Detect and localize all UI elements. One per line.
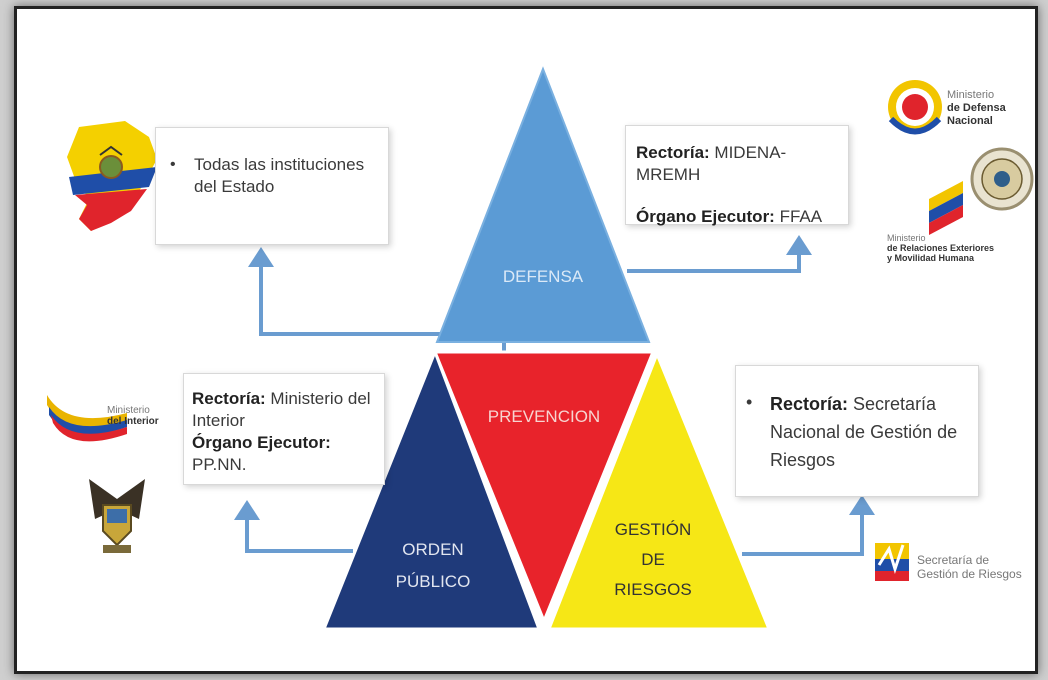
midena-logo-caption: Ministerio de Defensa Nacional (947, 89, 1006, 128)
label-gestion-line3: RIESGOS (614, 580, 691, 599)
triangle-gestion-riesgos (546, 349, 772, 631)
sgr-logo-icon (875, 543, 909, 581)
interior-logo-caption: Ministerio del Interior (107, 405, 159, 427)
midena-caption-line1: Ministerio (947, 89, 995, 101)
connector-orden-rectoria (245, 517, 353, 553)
bullet-marker: • (746, 392, 753, 412)
estado-box: • Todas las instituciones del Estado (155, 127, 389, 245)
estado-line1: Todas las instituciones (194, 155, 365, 174)
interior-logo-icon (47, 395, 127, 442)
interior-caption-line2: del Interior (107, 416, 159, 427)
defensa-ejecutor-label: Órgano Ejecutor: (636, 207, 775, 226)
riesgos-line3: Riesgos (770, 450, 836, 470)
defensa-ejecutor-value: FFAA (774, 207, 823, 226)
bullet-marker: • (170, 156, 176, 173)
arrow-head-orden (234, 500, 260, 520)
interior-caption-line1: Ministerio (107, 405, 150, 416)
mremh-caption-line2: de Relaciones Exteriores (887, 243, 995, 253)
mremh-logo-icon (929, 181, 963, 235)
orden-rectoria-label: Rectoría: (192, 389, 266, 408)
riesgos-rectoria-label: Rectoría: (770, 394, 849, 414)
label-gestion-line2: DE (641, 550, 665, 569)
estado-line2: del Estado (194, 177, 275, 196)
defensa-rectoria-box: Rectoría: MIDENA-MREMH Órgano Ejecutor: … (625, 125, 849, 226)
police-crest-icon (89, 479, 145, 553)
ffaa-seal-icon (970, 147, 1034, 211)
connector-defensa-rectoria (627, 252, 801, 273)
arrow-head-estado (248, 247, 274, 267)
orden-ejecutor-value: PP.NN. (192, 455, 247, 474)
mremh-caption-line1: Ministerio (887, 233, 926, 243)
mremh-logo-caption: Ministerio de Relaciones Exteriores y Mo… (887, 233, 994, 263)
triangle-defensa (435, 66, 651, 343)
arrow-head-defensa (786, 235, 812, 255)
arrow-head-riesgos (849, 495, 875, 515)
slide-frame: DEFENSA PREVENCION ORDEN PÚBLICO GESTIÓN… (14, 6, 1038, 674)
label-gestion-line1: GESTIÓN (615, 520, 692, 539)
orden-rectoria-value2: Interior (192, 411, 245, 430)
sgr-caption-line2: Gestión de Riesgos (917, 567, 1022, 581)
connector-riesgos-rectoria (742, 512, 864, 556)
midena-caption-line3: Nacional (947, 115, 993, 127)
label-orden-line2: PÚBLICO (396, 572, 471, 591)
defensa-rectoria-label: Rectoría: (636, 143, 710, 162)
riesgos-rectoria-value: Secretaría (848, 394, 937, 414)
riesgos-line2: Nacional de Gestión de (770, 422, 958, 442)
mremh-caption-line3: y Movilidad Humana (887, 253, 975, 263)
orden-rectoria-value: Ministerio del (265, 389, 371, 408)
triangle-prevencion (432, 350, 656, 625)
midena-caption-line2: de Defensa (947, 102, 1006, 114)
label-defensa: DEFENSA (503, 267, 584, 286)
sgr-caption-line1: Secretaría de (917, 553, 990, 567)
orden-ejecutor-label: Órgano Ejecutor: (192, 433, 331, 452)
label-prevencion: PREVENCION (488, 407, 600, 426)
defensa-rectoria-value: MIDENA-MREMH (636, 143, 787, 184)
arrow-heads (234, 235, 875, 520)
midena-logo-icon (888, 80, 942, 135)
prevention-pyramid-diagram: DEFENSA PREVENCION ORDEN PÚBLICO GESTIÓN… (47, 66, 1034, 631)
orden-rectoria-box: Rectoría: Ministerio del Interior Órgano… (183, 373, 385, 485)
ecuador-map-icon (67, 121, 157, 231)
riesgos-rectoria-box: • Rectoría: Secretaría Nacional de Gesti… (735, 365, 979, 497)
sgr-logo-caption: Secretaría de Gestión de Riesgos (917, 553, 1022, 581)
label-orden-line1: ORDEN (402, 540, 463, 559)
triangle-orden-publico (321, 347, 542, 631)
